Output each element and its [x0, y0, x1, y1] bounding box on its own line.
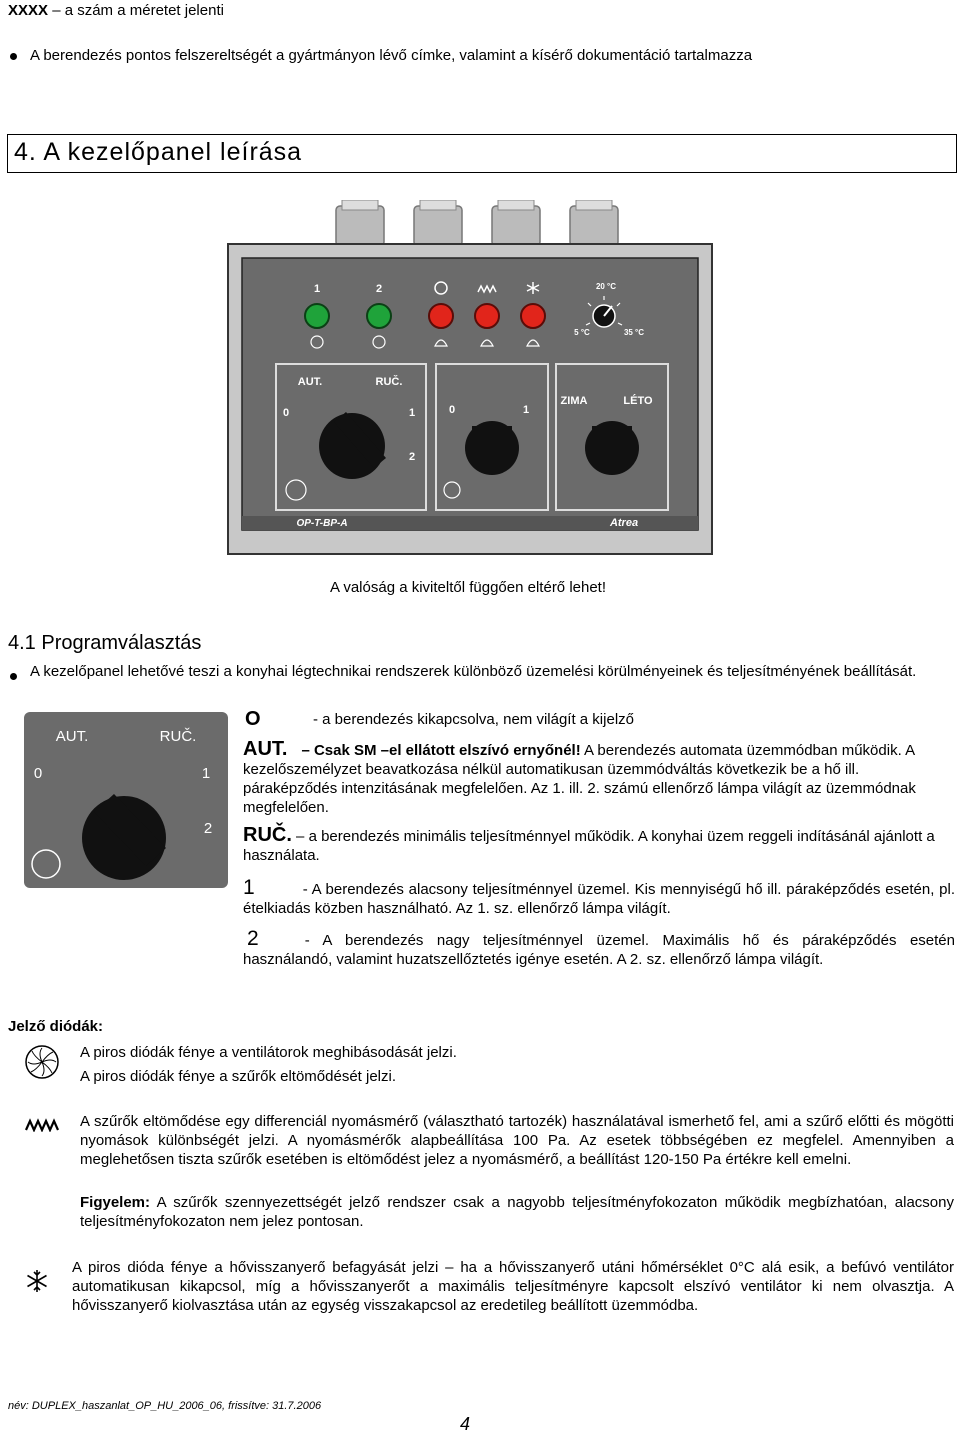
- led-label-1: 1: [314, 283, 320, 295]
- small-0-label: 0: [34, 765, 42, 782]
- mode-aut-text: A berendezés automata üzemmódban működik…: [243, 742, 916, 816]
- mode-o-text: - a berendezés kikapcsolva, nem világít …: [313, 711, 634, 728]
- mode-2-key: 2: [247, 927, 259, 950]
- snowflake-icon: [27, 1270, 47, 1292]
- small-ruc-label: RUČ.: [160, 728, 197, 745]
- control-panel-figure: 1 2 20 °C 5 °C 35 °C AUT. RUČ. 0 1 2 0: [227, 200, 713, 555]
- frost-text: A piros dióda fénye a hővisszanyerő befa…: [72, 1259, 954, 1314]
- sw2-0-label: 0: [449, 404, 455, 416]
- mode-o-key: O: [245, 708, 261, 730]
- panel-top-symbols: [434, 281, 540, 295]
- mode-switch-knob: [319, 412, 386, 479]
- warning-block: Figyelem: A szűrők szennyezettségét jelz…: [80, 1193, 954, 1231]
- mode-1-key: 1: [243, 876, 255, 899]
- mode-2-text: - A berendezés nagy teljesítménnyel üzem…: [243, 932, 955, 968]
- small-2-label: 2: [204, 820, 212, 837]
- light-switch-knob: [465, 421, 519, 475]
- warning-label: Figyelem:: [80, 1194, 151, 1211]
- mode-ruc-key: RUČ.: [243, 824, 292, 846]
- small-1-label: 1: [202, 765, 210, 782]
- sw3-leto-label: LÉTO: [623, 394, 653, 407]
- mode-ruc-block: RUČ. – a berendezés minimális teljesítmé…: [243, 824, 955, 865]
- led-fan-text: A piros diódák fénye a ventilátorok megh…: [80, 1044, 457, 1061]
- led-red-3: [520, 303, 546, 329]
- sw3-zima-label: ZIMA: [561, 395, 588, 407]
- sw1-2-label: 2: [409, 451, 415, 463]
- mode-aut-block: AUT. – Csak SM –el ellátott elszívó ernyő…: [243, 738, 955, 817]
- section-heading-box: 4. A kezelőpanel leírása: [7, 134, 957, 173]
- sw1-1-label: 1: [409, 407, 415, 419]
- season-switch-knob: [585, 421, 639, 475]
- page-number: 4: [460, 1414, 471, 1434]
- figure-caption: A valóság a kiviteltől függően eltérő le…: [330, 579, 607, 596]
- header-code-note: – a szám a méretet jelenti: [48, 2, 224, 19]
- led-label-2: 2: [376, 283, 382, 295]
- mode-aut-bold: – Csak SM –el ellátott elszívó ernyőnél!: [301, 742, 581, 759]
- temp-right-label: 35 °C: [624, 328, 644, 337]
- bullet: [10, 47, 17, 64]
- fan-icon: [25, 1045, 59, 1079]
- sw1-0-label: 0: [283, 407, 289, 419]
- led-red-2: [474, 303, 500, 329]
- led-red-1: [428, 303, 454, 329]
- sub-intro: A kezelőpanel lehetővé teszi a konyhai l…: [30, 663, 917, 680]
- mode-1-text: - A berendezés alacsony teljesítménnyel …: [243, 881, 955, 917]
- panel-model: OP-T-BP-A: [296, 518, 347, 529]
- mode-switch-figure: AUT. RUČ. 0 1 2: [24, 712, 228, 888]
- fan-icon: [285, 479, 307, 501]
- lightbulb-icon: [443, 481, 461, 499]
- sub-title: 4.1 Programválasztás: [8, 632, 202, 654]
- header-line: XXXX – a szám a méretet jelenti: [8, 2, 224, 19]
- sw1-ruc-label: RUČ.: [376, 375, 403, 388]
- warning-text: A szűrők szennyezettségét jelző rendszer…: [80, 1194, 954, 1230]
- fan-icon: [31, 849, 61, 879]
- temp-left-label: 5 °C: [574, 328, 590, 337]
- led-filter-text: A piros diódák fénye a szűrők eltömődésé…: [80, 1068, 397, 1085]
- temp-top-label: 20 °C: [596, 282, 616, 291]
- header-code: XXXX: [8, 2, 49, 19]
- panel-bottom-symbols: [310, 335, 540, 349]
- filter-icon: [24, 1118, 60, 1132]
- sw2-1-label: 1: [523, 404, 529, 416]
- sw1-aut-label: AUT.: [298, 376, 322, 388]
- note-equipment: A berendezés pontos felszereltségét a gy…: [30, 47, 753, 64]
- led-green-1: [304, 303, 330, 329]
- section-title: 4. A kezelőpanel leírása: [14, 138, 303, 166]
- mode-1-block: 1- A berendezés alacsony teljesítménnyel…: [243, 876, 955, 918]
- mode-2-block: 2- A berendezés nagy teljesítménnyel üze…: [243, 927, 955, 969]
- small-aut-label: AUT.: [56, 728, 89, 745]
- footer-note: név: DUPLEX_haszanlat_OP_HU_2006_06, fri…: [8, 1400, 322, 1412]
- panel-brand: Atrea: [609, 517, 638, 529]
- mode-aut-key: AUT.: [243, 738, 288, 760]
- mode-ruc-text: – a berendezés minimális teljesítménnyel…: [243, 828, 935, 864]
- led-green-2: [366, 303, 392, 329]
- bullet: [10, 667, 17, 684]
- leds-title: Jelző diódák:: [8, 1018, 104, 1035]
- filter-text: A szűrők eltömődése egy differenciál nyo…: [80, 1113, 954, 1168]
